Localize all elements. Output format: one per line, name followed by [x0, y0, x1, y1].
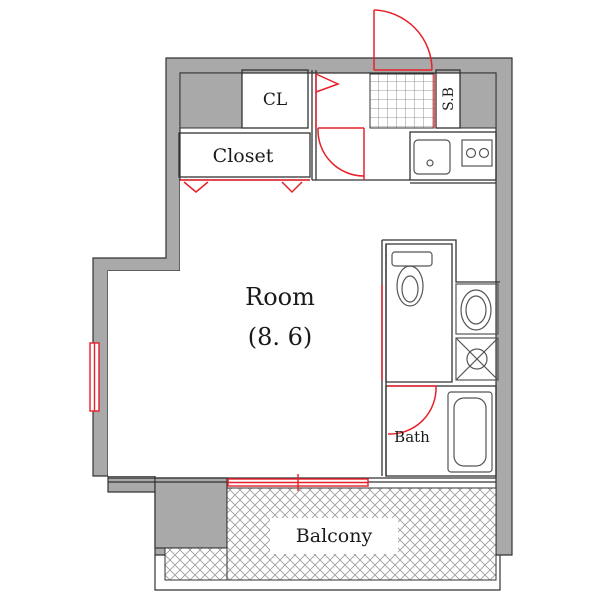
room-floor [108, 180, 384, 476]
interior-partitions [108, 69, 500, 483]
balcony-label: Balcony [296, 525, 373, 547]
windows [89, 342, 369, 491]
balcony-rail [154, 555, 501, 591]
balcony-label-bg [270, 518, 398, 554]
sb-label: S.B [441, 87, 457, 111]
toilet-fixtures [391, 251, 433, 307]
doors [180, 9, 437, 435]
toilet-icon [396, 265, 424, 307]
washbasin-area [455, 283, 499, 381]
entrance-tiles [369, 73, 435, 129]
room-size-label: (8. 6) [248, 323, 313, 351]
washer-icon [455, 337, 499, 381]
wall-block-top-right [459, 72, 497, 129]
bathtub-icon [447, 391, 493, 473]
room-name-label: Room [245, 283, 315, 311]
bathtub [447, 391, 493, 473]
wall-block-top [179, 72, 243, 129]
closet-label: Closet [213, 145, 274, 167]
washbasin-icon [460, 289, 492, 331]
cl-label: CL [263, 90, 287, 110]
balcony-strip [164, 547, 228, 581]
kitchen-fixtures [413, 139, 493, 175]
kitchen-sink-icon [413, 139, 451, 175]
bath-label: Bath [394, 428, 430, 446]
structural-column [154, 477, 228, 549]
stove-icon [461, 139, 493, 167]
